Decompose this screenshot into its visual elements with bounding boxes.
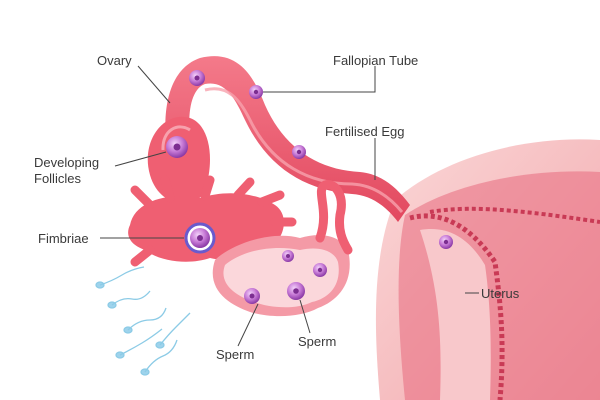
label-developing-follicles: Developing Follicles	[34, 155, 114, 187]
ovary	[147, 116, 210, 204]
egg-ampulla-1	[244, 288, 260, 304]
egg-ampulla-3	[313, 263, 327, 277]
label-uterus: Uterus	[481, 286, 520, 301]
label-fertilised-egg: Fertilised Egg	[325, 124, 405, 139]
egg-tube-2	[249, 85, 263, 99]
label-developing-follicles-line1: Developing	[34, 155, 100, 170]
label-sperm-right: Sperm	[298, 334, 337, 349]
uterus	[375, 139, 600, 400]
fallopian-tube	[165, 56, 410, 223]
egg-uterus	[439, 235, 453, 249]
label-fimbriae: Fimbriae	[38, 231, 89, 246]
leader-lines	[100, 65, 479, 347]
egg-ampulla-2	[287, 282, 305, 300]
label-fallopian-tube: Fallopian Tube	[333, 53, 419, 68]
egg-tube-3	[292, 145, 306, 159]
sperm-group	[95, 266, 191, 376]
egg-tube-1	[189, 70, 205, 86]
egg-fimbriae	[184, 222, 216, 254]
label-sperm-left: Sperm	[216, 347, 255, 362]
label-ovary: Ovary	[97, 53, 132, 68]
label-developing-follicles-line2: Follicles	[34, 171, 81, 186]
egg-ampulla-4	[282, 250, 294, 262]
egg-follicle	[166, 136, 188, 158]
